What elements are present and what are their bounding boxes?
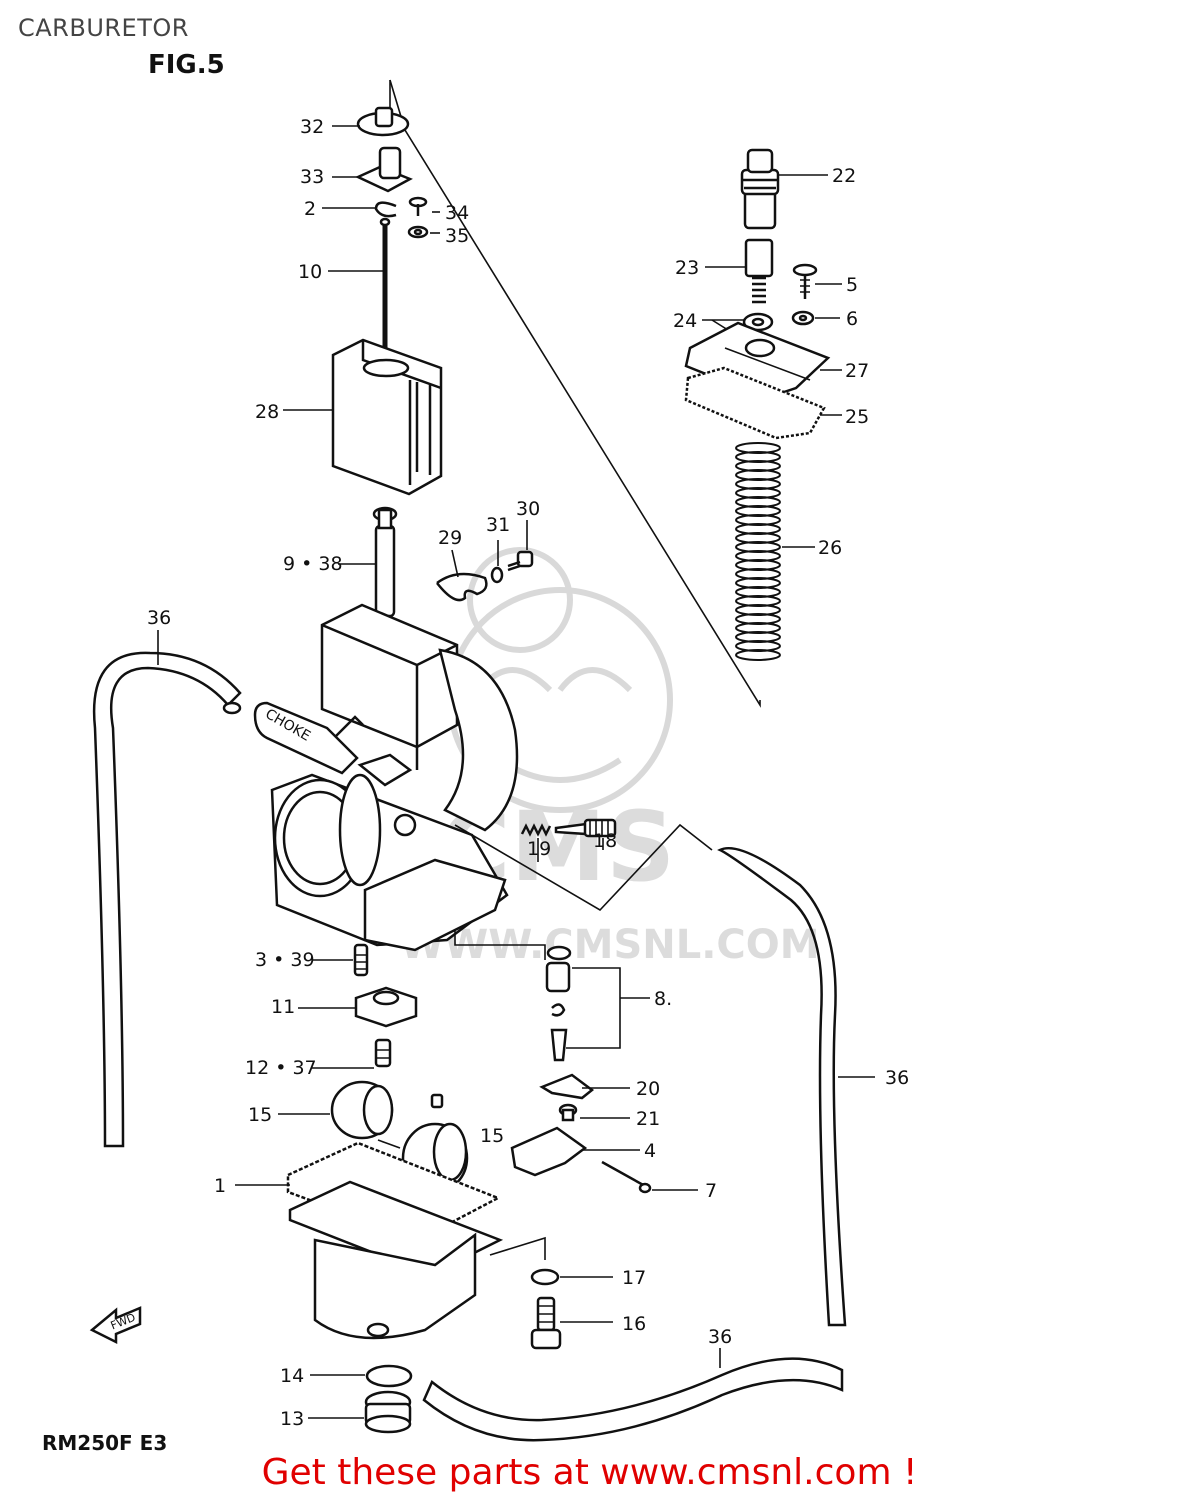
assembly-link-line-2	[454, 930, 546, 960]
part-36-vent-hose-bottom	[422, 1357, 844, 1442]
part-26-spring	[735, 442, 781, 661]
part-17-gasket	[530, 1268, 560, 1286]
callout-labels: 32 33 2 34 35 10 28 22 23 5 24 6 27 25 2…	[147, 116, 909, 1430]
callout-25: 25	[845, 406, 869, 428]
callout-33: 33	[300, 166, 324, 188]
part-7-float-pin	[601, 1160, 652, 1194]
callout-1: 1	[214, 1175, 226, 1197]
part-12-37-main-jet	[374, 1038, 392, 1068]
callout-21: 21	[636, 1108, 660, 1130]
callout-32: 32	[300, 116, 324, 138]
model-code: RM250F E3	[42, 1431, 168, 1455]
part-13-drain-plug	[364, 1390, 412, 1434]
callout-24: 24	[673, 310, 697, 332]
assembly-link-line-1	[454, 823, 713, 912]
part-36-vent-hose-right	[717, 846, 847, 1327]
callout-11: 11	[271, 996, 295, 1018]
part-25-gasket	[684, 366, 826, 440]
part-33-bracket	[355, 146, 413, 193]
callout-23: 23	[675, 257, 699, 279]
carburetor-body	[270, 603, 519, 952]
callout-12-37: 12 • 37	[245, 1057, 317, 1079]
callout-14: 14	[280, 1365, 304, 1387]
part-30-screw	[507, 550, 534, 572]
part-10-jet-needle	[379, 217, 391, 360]
part-21-screw	[558, 1103, 578, 1122]
part-9-38-main-jet-holder	[372, 506, 398, 618]
part-18-pilot-air-screw	[554, 818, 617, 838]
choke-lever: CHOKE	[253, 701, 359, 775]
callout-35: 35	[445, 225, 469, 247]
part-16-drain-bolt	[530, 1296, 562, 1350]
callout-10: 10	[298, 261, 322, 283]
part-36-vent-hose-left	[92, 651, 242, 1148]
callout-5: 5	[846, 274, 858, 296]
callout-17: 17	[622, 1267, 646, 1289]
part-3-39-pilot-jet	[353, 943, 369, 977]
part-11-needle-jet-holder	[354, 986, 418, 1028]
callout-36-right: 36	[885, 1067, 909, 1089]
part-24-washer	[742, 312, 774, 332]
callout-3-39: 3 • 39	[255, 949, 315, 971]
part-23-adjuster-bolt	[744, 238, 774, 304]
callout-28: 28	[255, 401, 279, 423]
callout-36-left: 36	[147, 607, 171, 629]
callout-6: 6	[846, 308, 858, 330]
part-4-float-arm	[510, 1126, 588, 1177]
part-6-washer	[791, 310, 815, 326]
callout-20: 20	[636, 1078, 660, 1100]
part-32-throttle-cap	[356, 106, 410, 137]
part-29-spring-clip	[436, 572, 488, 602]
callout-15-left: 15	[248, 1104, 272, 1126]
part-8-needle-valve-set	[545, 945, 621, 1062]
part-15-float-left	[330, 1080, 394, 1140]
part-1-float-bowl	[286, 1141, 504, 1340]
part-2-clip	[374, 201, 397, 218]
callout-26: 26	[818, 537, 842, 559]
callout-31: 31	[486, 514, 510, 536]
part-28-throttle-valve	[331, 338, 443, 496]
callout-27: 27	[845, 360, 869, 382]
callout-7: 7	[705, 1180, 717, 1202]
part-35-washer	[407, 225, 429, 239]
callout-4: 4	[644, 1140, 656, 1162]
callout-8: 8.	[654, 988, 672, 1010]
part-20-plate	[539, 1073, 595, 1100]
callout-9-38: 9 • 38	[283, 553, 343, 575]
page-title: CARBURETOR	[18, 14, 189, 42]
callout-19: 19	[527, 838, 551, 860]
figure-label: FIG.5	[148, 50, 225, 80]
spring-coil	[735, 649, 781, 661]
assembly-guide-line	[389, 79, 761, 708]
callout-15-right: 15	[480, 1125, 504, 1147]
part-34-screw	[408, 196, 428, 216]
part-22-adjuster	[740, 148, 780, 230]
part-14-o-ring	[365, 1364, 413, 1388]
call-to-action-link[interactable]: Get these parts at www.cmsnl.com !	[261, 1452, 918, 1493]
part-19-spring	[520, 823, 552, 837]
callout-29: 29	[438, 527, 462, 549]
part-5-screw	[792, 263, 818, 299]
callout-16: 16	[622, 1313, 646, 1335]
callout-13: 13	[280, 1408, 304, 1430]
callout-36-bottom: 36	[708, 1326, 732, 1348]
callout-22: 22	[832, 165, 856, 187]
callout-34: 34	[445, 202, 469, 224]
part-float-pin-cap	[430, 1093, 444, 1109]
callout-2: 2	[304, 198, 316, 220]
callout-30: 30	[516, 498, 540, 520]
callout-18: 18	[593, 830, 617, 852]
part-31-o-ring	[490, 566, 504, 584]
forward-arrow-icon: FWD	[89, 1306, 142, 1345]
